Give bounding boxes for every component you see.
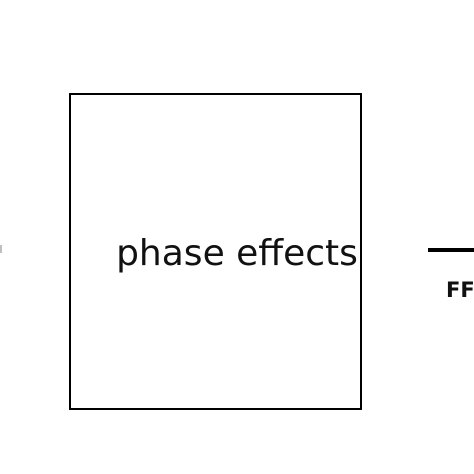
output-label: FF bbox=[446, 278, 474, 302]
phase-effects-label: phase effects bbox=[116, 233, 358, 274]
output-connector-line bbox=[428, 248, 474, 252]
input-connector-stub bbox=[0, 245, 2, 253]
phase-effects-block bbox=[69, 93, 362, 410]
